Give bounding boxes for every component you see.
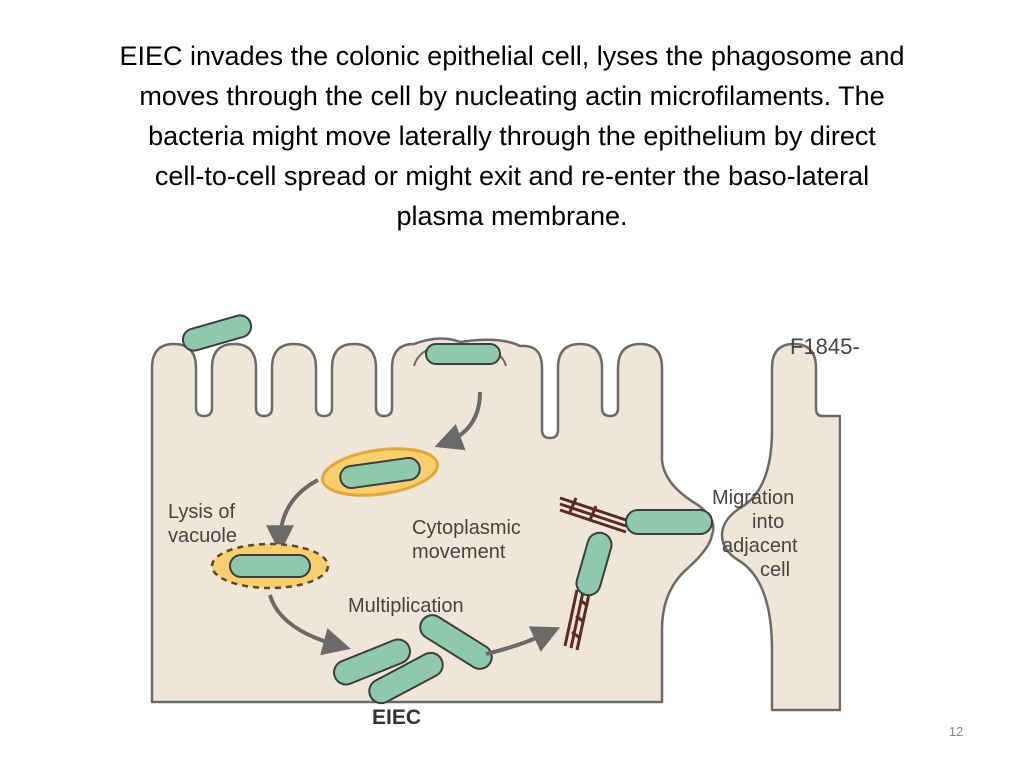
actin-tail-horizontal bbox=[559, 496, 627, 534]
actin-tail-vertical bbox=[563, 589, 591, 651]
bacterium-multiply-1 bbox=[333, 638, 411, 686]
bacterium-migrating bbox=[625, 509, 713, 535]
arrow-lysis bbox=[266, 478, 319, 554]
label-lysis-2: vacuole bbox=[168, 525, 237, 547]
arrow-multiplication bbox=[268, 594, 351, 656]
bacterium-entry bbox=[425, 343, 501, 365]
title-line-5: plasma membrane. bbox=[396, 201, 628, 231]
arrow-entry bbox=[434, 391, 482, 451]
bacterium-in-vacuole bbox=[339, 456, 421, 490]
label-lysis-1: Lysis of bbox=[168, 501, 236, 523]
adjacent-cell-mask bbox=[841, 340, 920, 730]
label-migration-2: into bbox=[752, 511, 784, 533]
bacterium-lysed-vacuole bbox=[229, 554, 311, 578]
title-line-1: EIEC invades the colonic epithelial cell… bbox=[119, 41, 905, 71]
page-number: 12 bbox=[948, 724, 964, 739]
label-cyto-2: movement bbox=[412, 541, 506, 563]
label-migration-4: cell bbox=[760, 559, 790, 581]
adjacent-cell bbox=[720, 342, 842, 712]
bacterium-multiply-2 bbox=[419, 614, 493, 670]
title-line-3: bacteria might move laterally through th… bbox=[148, 121, 876, 151]
label-cyto-1: Cytoplasmic bbox=[412, 517, 521, 539]
slide-title: EIEC invades the colonic epithelial cell… bbox=[40, 36, 984, 236]
diagram-caption: EIEC bbox=[372, 706, 421, 729]
label-migration-3: adjacent bbox=[722, 535, 798, 557]
label-migration-1: Migration bbox=[712, 487, 794, 509]
title-line-4: cell-to-cell spread or might exit and re… bbox=[154, 161, 870, 191]
label-multiplication: Multiplication bbox=[348, 595, 464, 617]
figure-code: F1845- bbox=[790, 334, 860, 359]
title-line-2: moves through the cell by nucleating act… bbox=[139, 81, 885, 111]
bacterium-actin-moving bbox=[575, 531, 613, 597]
bacterium-outside bbox=[181, 314, 253, 352]
bacterium-multiply-3 bbox=[368, 651, 444, 705]
arrow-movement bbox=[485, 626, 561, 656]
eiec-invasion-diagram: F1845- Lysis of vacuole Cytoplasmic move… bbox=[150, 314, 920, 730]
